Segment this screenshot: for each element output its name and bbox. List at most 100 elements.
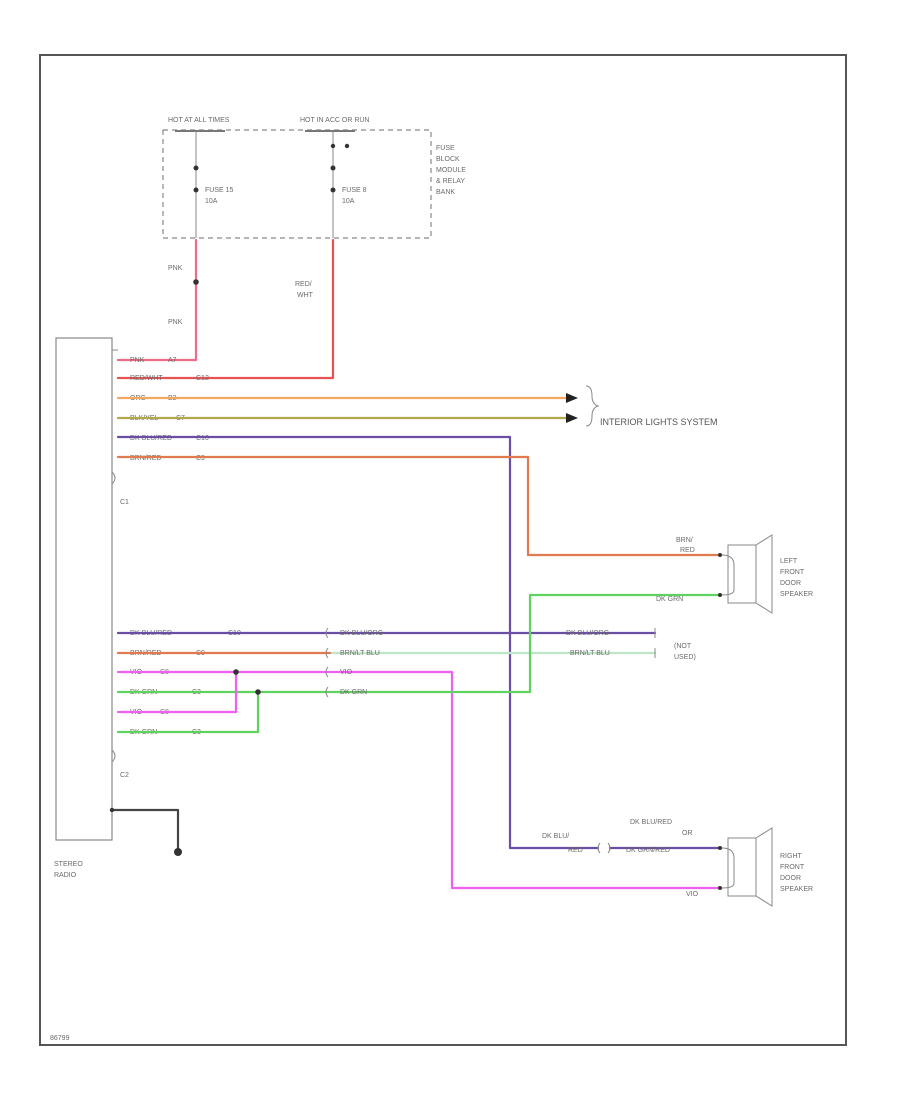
inline-conn-4 (325, 686, 329, 698)
right-speaker-left-2: RED (568, 847, 583, 854)
fuse-left-terminal-bottom (193, 187, 199, 193)
right-speaker-magnet (727, 837, 757, 897)
right-speaker-inline-conn-a (597, 842, 601, 854)
fuse-right-terminal-bottom (330, 187, 336, 193)
wire-dk-blu-red (116, 435, 600, 850)
right-speaker (721, 827, 773, 907)
wire-vio-loop (116, 670, 238, 714)
right-speaker-left-1: DK BLU/ (542, 833, 569, 840)
wire-brn-red (116, 455, 722, 557)
ground-symbol (174, 848, 182, 856)
inline-conn-1 (325, 627, 329, 639)
vio-splice (233, 669, 239, 675)
diagram-frame (39, 54, 847, 1046)
wire-red-wht-feed (116, 238, 335, 380)
right-speaker-name-2: FRONT (780, 864, 805, 871)
red-wht-label-2: WHT (297, 292, 314, 299)
hot-in-acc-label: HOT IN ACC OR RUN (300, 117, 370, 124)
c2-connector-bracket (111, 749, 116, 763)
c2-connector-label: C2 (120, 772, 129, 779)
interior-lights-brace (585, 385, 600, 427)
inline-conn-2 (325, 647, 329, 659)
dk-grn-splice (255, 689, 261, 695)
ground-junction (109, 807, 115, 813)
left-speaker-name-1: LEFT (780, 558, 798, 565)
radio-name-1: STEREO (54, 861, 83, 868)
fuse-block-name-3: MODULE (436, 167, 466, 174)
right-speaker-name-3: DOOR (780, 875, 801, 882)
c1-connector-bracket (111, 471, 116, 485)
left-speaker (721, 534, 773, 614)
right-speaker-pin-bottom (718, 886, 722, 890)
right-speaker-name-1: RIGHT (780, 853, 803, 860)
inline-conn-3 (325, 666, 329, 678)
left-speaker-wire-top-1: BRN/ (676, 537, 693, 544)
c1-wire6-color: BRN/RED (130, 455, 162, 462)
not-used-label-2: USED) (674, 654, 696, 661)
right-speaker-coil (721, 847, 735, 889)
c2-wire-labels: DK BLU/RED C10 BRN/RED C9 VIO C8 DK GRN … (130, 630, 241, 736)
radio-name-2: RADIO (54, 872, 77, 879)
right-speaker-cone (755, 827, 773, 907)
fuse-block-name-1: FUSE (436, 145, 455, 152)
not-used-wire2: BRN/LT BLU (570, 650, 610, 657)
fuse-block-name-2: BLOCK (436, 156, 460, 163)
right-speaker-alt-1: DK BLU/RED (630, 819, 672, 826)
left-speaker-coil (721, 554, 735, 596)
right-speaker-wire-bottom: VIO (686, 891, 699, 898)
fuse-left-terminal-top (193, 165, 199, 171)
c1-wire1-pin: A7 (168, 357, 177, 364)
c1-connector-label: C1 (120, 499, 129, 506)
right-speaker-name-4: SPEAKER (780, 886, 813, 893)
splice-label-4: DK GRN (340, 689, 367, 696)
c1-wire2-color: RED/WHT (130, 375, 163, 382)
c1-wire2-pin: C12 (196, 375, 209, 382)
red-wht-label-1: RED/ (295, 281, 312, 288)
diagram-id: 86799 (50, 1035, 70, 1042)
fuse-block-name-5: BANK (436, 189, 455, 196)
wire-dk-grn-left-speaker (116, 593, 722, 694)
fuse-right-terminal-top (330, 165, 336, 171)
left-speaker-magnet (727, 544, 757, 604)
c1-wire5-color: DK BLU/RED (130, 435, 172, 442)
left-speaker-name-4: SPEAKER (780, 591, 813, 598)
interior-lights-label: INTERIOR LIGHTS SYSTEM (600, 417, 718, 427)
fuse-right-junction-a (330, 143, 336, 149)
fuse-block-name-4: & RELAY (436, 178, 465, 185)
pnk-splice (193, 279, 199, 285)
hot-at-all-times-label: HOT AT ALL TIMES (168, 117, 230, 124)
left-speaker-cone (755, 534, 773, 614)
wire-dk-grn-loop (116, 690, 260, 734)
splice-label-3: VIO (340, 669, 353, 676)
ground-wire (110, 808, 180, 852)
c1-wire1-color: PNK (130, 357, 145, 364)
pnk-label-upper: PNK (168, 265, 183, 272)
left-speaker-name-3: DOOR (780, 580, 801, 587)
left-speaker-name-2: FRONT (780, 569, 805, 576)
right-speaker-pin-top (718, 846, 722, 850)
fuse-block-outline (162, 129, 432, 239)
fuse-right-junction-b (344, 143, 350, 149)
wire-pnk-feed (116, 238, 198, 362)
splice-label-2: BRN/LT BLU (340, 650, 380, 657)
left-speaker-pin-bottom (718, 593, 722, 597)
stereo-radio-body (55, 337, 113, 841)
arrow-blk-yel (566, 413, 578, 423)
arrow-org (566, 393, 578, 403)
c1-wire-labels: PNK A7 RED/WHT C12 ORG B2 BLK/YEL C7 DK … (130, 357, 209, 462)
left-speaker-pin-top (718, 553, 722, 557)
fuse-left-rating: 10A (205, 198, 218, 205)
fuse-left-name: FUSE 15 (205, 187, 234, 194)
not-used-wire1: DK BLU/ORG (566, 630, 609, 637)
fuse-right-name: FUSE 8 (342, 187, 367, 194)
left-speaker-wire-bottom: DK GRN (656, 596, 683, 603)
left-speaker-wire-top-2: RED (680, 547, 695, 554)
c1-wire5-pin: C10 (196, 435, 209, 442)
splice-label-1: DK BLU/ORG (340, 630, 383, 637)
wire-vio-right-speaker (116, 670, 722, 890)
right-speaker-alt-3: DK GRN/RED (626, 847, 670, 854)
c2-inline-connectors (325, 627, 329, 698)
c1-wire6-pin: C9 (196, 455, 205, 462)
right-speaker-alt-2: OR (682, 830, 693, 837)
